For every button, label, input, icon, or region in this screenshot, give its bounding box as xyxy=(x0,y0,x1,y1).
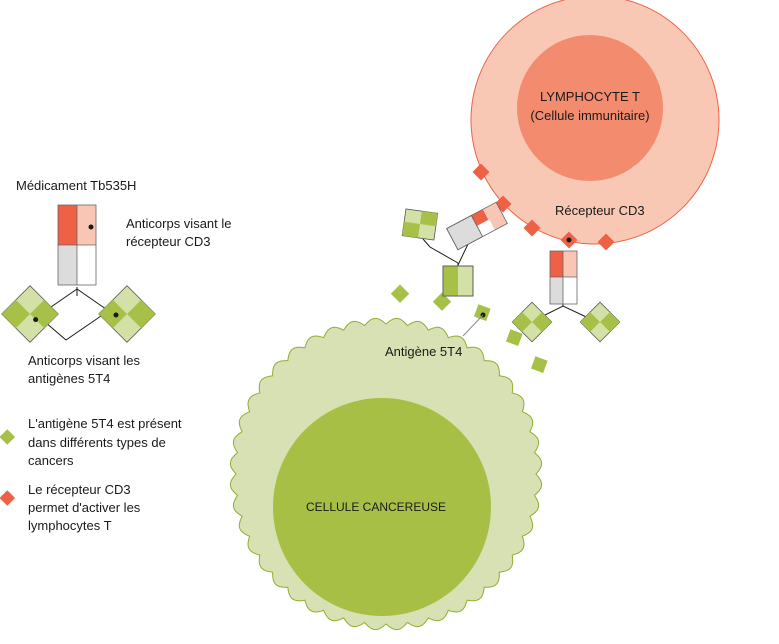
cd3-receptor xyxy=(472,163,490,181)
legend-5t4-arm-left xyxy=(1,285,59,343)
tumor-antibody-label-line2: antigènes 5T4 xyxy=(28,371,111,386)
tb535h-molecule-bound xyxy=(401,201,508,297)
cd3-antibody-arm xyxy=(549,250,578,305)
t-cell-nucleus xyxy=(517,35,663,181)
antigen-5t4-label: Antigène 5T4 xyxy=(385,344,462,359)
antigen-note-line1: L'antigène 5T4 est présent xyxy=(28,416,182,431)
cd3-pointer-dot xyxy=(566,237,572,243)
5t4-antibody-arm xyxy=(401,208,439,241)
5t4-antibody-arm xyxy=(442,265,474,297)
cd3-receptor-label: Récepteur CD3 xyxy=(555,203,645,218)
receptor-key-icon xyxy=(0,490,16,506)
legend-cd3-arm xyxy=(57,204,97,286)
tumor-antibody-label-line1: Anticorps visant les xyxy=(28,353,140,368)
legend-pointer-dot xyxy=(113,312,119,318)
legend-molecule xyxy=(1,204,156,343)
cancer-cell-nucleus xyxy=(273,398,491,616)
5t4-antigen xyxy=(530,356,548,373)
molecule-linker xyxy=(457,241,470,266)
receptor-note-line3: lymphocytes T xyxy=(28,518,112,533)
receptor-note-line1: Le récepteur CD3 xyxy=(28,482,131,497)
5t4-antibody-arm xyxy=(579,301,621,343)
antigen-key-icon xyxy=(0,429,16,445)
t-cell-subtitle: (Cellule immunitaire) xyxy=(530,108,649,123)
5t4-antigen xyxy=(505,329,523,346)
cd3-antibody-label-line1: Anticorps visant le xyxy=(126,216,232,231)
molecule-linker xyxy=(422,238,459,264)
5t4-antigen xyxy=(432,292,452,311)
cd3-antibody-label-line2: récepteur CD3 xyxy=(126,234,211,249)
cd3-antibody-arm xyxy=(446,201,508,251)
legend-5t4-arm-right xyxy=(98,285,156,343)
antigen-pointer-line xyxy=(462,314,484,337)
t-cell-title: LYMPHOCYTE T xyxy=(540,89,640,104)
cd3-receptor xyxy=(523,219,541,237)
antigen-note-line2: dans différents types de xyxy=(28,435,166,450)
drug-title: Médicament Tb535H xyxy=(16,178,137,193)
cancer-cell-title: CELLULE CANCEREUSE xyxy=(306,500,446,514)
antigen-note-line3: cancers xyxy=(28,453,74,468)
receptor-note-line2: permet d'activer les xyxy=(28,500,141,515)
tb535h-molecule-bridging xyxy=(511,250,621,343)
t-lymphocyte-cell: LYMPHOCYTE T (Cellule immunitaire) xyxy=(470,0,720,245)
cd3-receptor xyxy=(597,233,615,251)
5t4-antibody-arm xyxy=(511,301,553,343)
cancer-cell: CELLULE CANCEREUSE xyxy=(229,317,543,631)
5t4-antigens xyxy=(390,284,548,373)
5t4-antigen xyxy=(390,284,410,303)
